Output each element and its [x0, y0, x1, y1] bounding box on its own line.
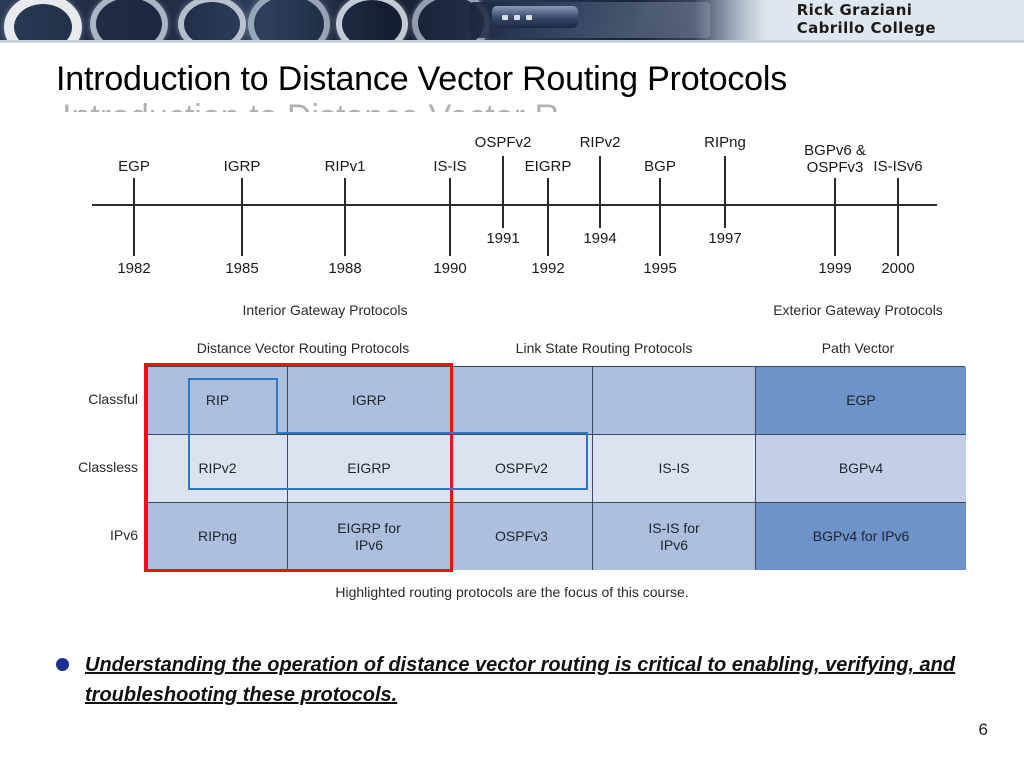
title-ghost-overflow: Introduction to Distance Vector Routing … — [62, 98, 562, 112]
timeline-tick — [241, 204, 243, 256]
banner-right-fade — [694, 0, 1024, 40]
matrix-cell: BGPv4 for IPv6 — [756, 503, 966, 570]
matrix-cell: EIGRP for IPv6 — [288, 503, 451, 570]
timeline-tick — [547, 178, 549, 204]
banner-divider — [0, 40, 1024, 43]
matrix-cell — [451, 367, 593, 435]
timeline-year-label: 1982 — [117, 260, 151, 277]
matrix-cell: RIPv2 — [148, 435, 288, 503]
gateway-caption: Interior Gateway Protocols — [242, 302, 408, 318]
timeline-year-label: 2000 — [881, 260, 915, 277]
author-block: Rick Graziani Cabrillo College — [797, 1, 936, 37]
banner-cable-connector-icon — [492, 6, 578, 28]
timeline-tick — [133, 178, 135, 204]
matrix-cell: OSPFv2 — [451, 435, 593, 503]
banner-ripple-icon — [248, 0, 330, 40]
timeline-protocol-label: BGP — [644, 158, 676, 175]
timeline-year-label: 1991 — [486, 230, 520, 247]
page-number: 6 — [978, 720, 988, 739]
banner-ripple-icon — [178, 0, 246, 40]
matrix-column-header: Path Vector — [821, 340, 895, 356]
timeline-tick — [659, 204, 661, 256]
timeline-axis — [92, 204, 937, 206]
bullet-item: Understanding the operation of distance … — [56, 650, 986, 710]
timeline-tick — [547, 204, 549, 256]
matrix-row-label: IPv6 — [109, 526, 138, 543]
matrix-cell: IS-IS — [593, 435, 756, 503]
header-banner-image: Rick Graziani Cabrillo College — [0, 0, 1024, 40]
timeline-tick — [834, 204, 836, 256]
timeline-year-label: 1999 — [818, 260, 852, 277]
timeline-year-label: 1990 — [433, 260, 467, 277]
matrix-row-label: Classless — [78, 459, 138, 475]
matrix-caption: Highlighted routing protocols are the fo… — [335, 584, 689, 600]
protocol-classification-matrix: Distance Vector Routing Protocols Link St… — [0, 336, 1024, 600]
timeline-protocol-label: RIPv1 — [324, 158, 366, 175]
matrix-column-header: Distance Vector Routing Protocols — [196, 340, 410, 356]
timeline-year-label: 1997 — [708, 230, 742, 247]
bullet-text: Understanding the operation of distance … — [85, 654, 956, 706]
timeline-year-label: 1994 — [583, 230, 617, 247]
timeline-tick — [834, 178, 836, 204]
timeline-year-label: 1988 — [328, 260, 362, 277]
author-institution: Cabrillo College — [796, 19, 936, 37]
matrix-cell: RIPng — [148, 503, 288, 570]
timeline-year-label: 1992 — [531, 260, 565, 277]
banner-ripple-icon — [4, 0, 82, 40]
timeline-tick — [449, 178, 451, 204]
timeline-protocol-label: EGP — [118, 158, 150, 175]
timeline-tick — [344, 178, 346, 204]
matrix-cell: IGRP — [288, 367, 451, 435]
matrix-cell: BGPv4 — [756, 435, 966, 503]
gateway-caption: Exterior Gateway Protocols — [773, 302, 943, 318]
timeline-tick — [599, 204, 601, 228]
matrix-cell: RIP — [148, 367, 288, 435]
timeline-protocol-label: RIPv2 — [579, 134, 621, 151]
timeline-protocol-label: RIPng — [704, 134, 746, 151]
timeline-year-label: 1985 — [225, 260, 259, 277]
timeline-protocol-label: IS-IS — [433, 158, 467, 175]
timeline-tick — [724, 156, 726, 204]
timeline-tick — [449, 204, 451, 256]
timeline-tick — [897, 204, 899, 256]
timeline-tick — [724, 204, 726, 228]
banner-ripple-icon — [90, 0, 168, 40]
timeline-year-label: 1995 — [643, 260, 677, 277]
timeline-tick — [659, 178, 661, 204]
timeline-tick — [897, 178, 899, 204]
matrix-cell: EGP — [756, 367, 966, 435]
banner-ripple-icon — [336, 0, 408, 40]
page-title: Introduction to Distance Vector Routing … — [56, 60, 788, 98]
matrix-row-label: Classful — [88, 391, 138, 407]
author-name: Rick Graziani — [796, 1, 913, 19]
timeline-tick — [599, 156, 601, 204]
timeline-protocol-label: IS-ISv6 — [873, 158, 923, 175]
timeline-tick — [502, 156, 504, 204]
timeline-tick — [502, 204, 504, 228]
bullet-dot-icon — [56, 658, 69, 671]
timeline-protocol-label: IGRP — [223, 158, 261, 175]
timeline-protocol-label: BGPv6 & OSPFv3 — [804, 142, 866, 176]
matrix-column-header: Link State Routing Protocols — [515, 340, 693, 356]
timeline-tick — [344, 204, 346, 256]
timeline-tick — [133, 204, 135, 256]
matrix-cell: OSPFv3 — [451, 503, 593, 570]
matrix-cell: IS-IS for IPv6 — [593, 503, 756, 570]
protocol-timeline: EGP 1982 IGRP 1985 RIPv1 1988 IS-IS 1990 OSPFv2 1… — [0, 130, 1024, 280]
timeline-protocol-label: EIGRP — [524, 158, 572, 175]
timeline-protocol-label: OSPFv2 — [474, 134, 532, 151]
timeline-tick — [241, 178, 243, 204]
matrix-cell — [593, 367, 756, 435]
matrix-cell: EIGRP — [288, 435, 451, 503]
